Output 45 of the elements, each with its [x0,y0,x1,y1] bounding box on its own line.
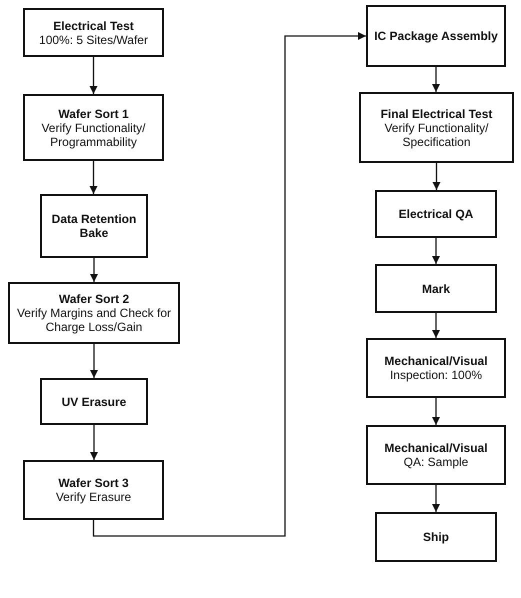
process-box [366,425,506,485]
process-box [366,338,506,398]
arrow [432,238,440,264]
arrow [432,398,440,425]
step-title: Mechanical/Visual [384,441,488,455]
step-title: Wafer Sort 1 [58,106,129,120]
process-box [375,190,497,238]
step-title: Mark [422,282,450,296]
arrow [432,313,440,338]
step-description: Verify Erasure [56,490,132,504]
step-description: Inspection: 100% [390,368,482,382]
process-box [40,194,148,258]
step-description: Verify Functionality/ Programmability [40,120,147,148]
step-description: QA: Sample [404,455,468,469]
process-box [375,512,497,562]
process-box [8,282,180,344]
process-box [23,8,164,57]
process-box [366,5,506,67]
arrow [90,161,98,194]
step-title: Electrical QA [398,207,474,221]
arrow [92,32,366,537]
process-box [359,92,514,163]
step-title: Final Electrical Test [380,106,492,120]
process-box [40,378,148,425]
step-description: 100%: 5 Sites/Wafer [39,32,148,46]
step-title: Ship [423,530,449,544]
process-box [23,460,164,520]
step-title: Data Retention Bake [50,212,138,240]
arrow [90,344,98,378]
step-title: Wafer Sort 2 [58,292,130,306]
process-box [23,94,164,161]
step-title: UV Erasure [62,394,126,408]
step-title: Mechanical/Visual [384,354,488,368]
process-box [375,264,497,313]
arrow [432,485,440,512]
step-description: Verify Margins and Check for Charge Loss/Gain [16,306,172,334]
arrow [90,57,98,94]
arrow [432,163,440,190]
arrow [90,258,98,282]
step-title: Electrical Test [53,18,134,32]
step-title: Wafer Sort 3 [58,476,129,490]
step-description: Verify Functionality/ Specification [383,120,490,148]
arrow [90,425,98,460]
arrow [432,67,440,92]
step-title: IC Package Assembly [374,29,498,43]
